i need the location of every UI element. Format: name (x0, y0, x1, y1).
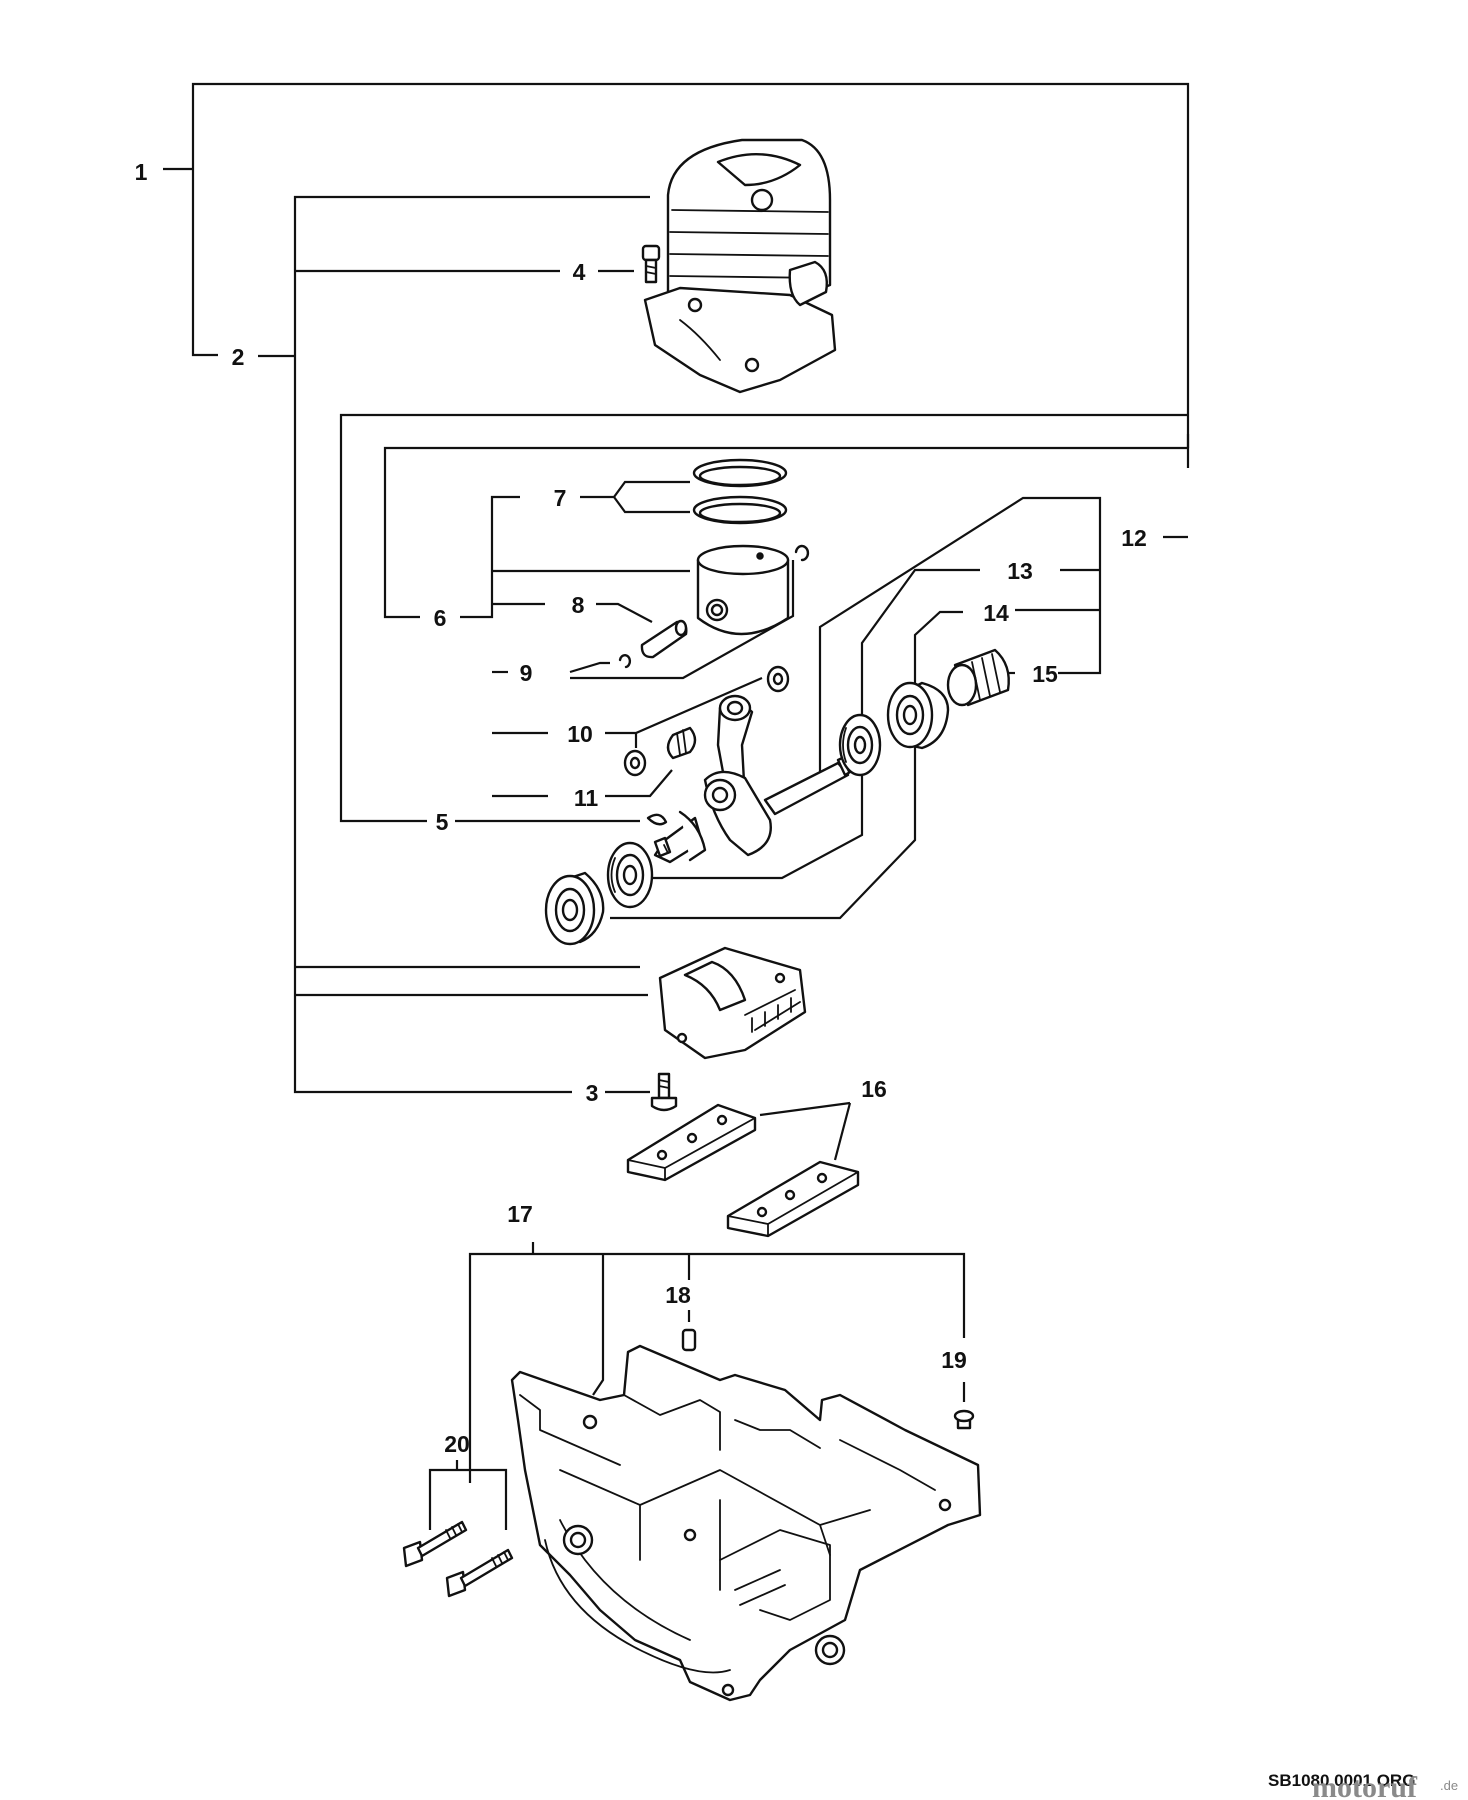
drawing-code: SB1080 0001 ORG (1268, 1771, 1415, 1790)
callout-10: 10 (567, 721, 593, 747)
watermark-text: motoruf (1312, 1771, 1418, 1800)
callout-18: 18 (665, 1282, 691, 1308)
callout-11: 11 (574, 785, 599, 811)
callout-20: 20 (444, 1431, 470, 1457)
circlip-part (794, 544, 810, 562)
cylinder-part (643, 138, 837, 394)
piston-rings-part (692, 458, 788, 525)
bearing-cap-part (658, 946, 807, 1060)
washer-10-part (623, 665, 790, 777)
bolt-4-part (641, 244, 661, 284)
screw-3-part (650, 1072, 678, 1112)
callout-3: 3 (586, 1080, 599, 1106)
ball-bearing-right-part (838, 713, 882, 777)
callout-8: 8 (572, 592, 585, 618)
crankshaft-part (653, 694, 864, 864)
ball-bearing-left-part (606, 841, 654, 909)
callout-7: 7 (554, 485, 567, 511)
callout-1: 1 (135, 159, 148, 185)
callout-6: 6 (434, 605, 447, 631)
callout-5: 5 (436, 809, 449, 835)
bolts-20-part (402, 1520, 514, 1598)
callout-14: 14 (983, 600, 1009, 626)
needle-bearing-part (666, 726, 697, 760)
crankcase-frame-part (510, 1344, 982, 1702)
callout-9: 9 (520, 660, 533, 686)
callout-19: 19 (941, 1347, 967, 1373)
plug-19-part (953, 1409, 975, 1430)
callout-13: 13 (1007, 558, 1033, 584)
plates-part (626, 1103, 860, 1238)
watermark-tld: .de (1440, 1778, 1458, 1793)
callout-15: 15 (1032, 661, 1058, 687)
sleeve-part (946, 648, 1010, 707)
piston-pin-part (640, 619, 688, 659)
callout-4: 4 (573, 259, 586, 285)
circlip-9-part (618, 653, 632, 669)
callout-labels: 1 2 3 4 5 6 7 8 9 10 11 12 13 14 15 16 1… (135, 159, 1147, 1457)
oil-seal-left-part (544, 871, 605, 946)
woodruff-key-part (646, 813, 668, 826)
callout-12: 12 (1121, 525, 1147, 551)
callout-2: 2 (232, 344, 245, 370)
piston-part (696, 544, 790, 636)
watermark-logo: motoruf .de (1312, 1771, 1458, 1800)
pin-18-part (681, 1328, 697, 1352)
callout-16: 16 (861, 1076, 887, 1102)
oil-seal-right-part (886, 681, 950, 750)
callout-17: 17 (507, 1201, 533, 1227)
